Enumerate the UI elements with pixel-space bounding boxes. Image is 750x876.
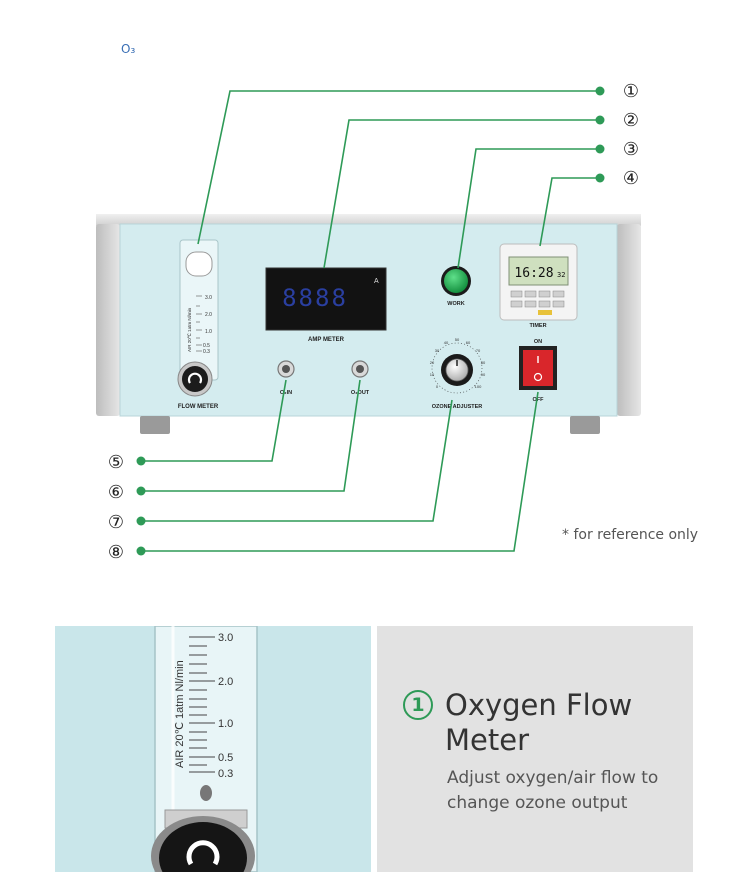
timer-time: 16:28	[514, 266, 553, 281]
ozone-dial-scale	[431, 342, 483, 394]
closeup-tick-1: 1.0	[218, 718, 233, 730]
closeup-tick-05: 0.5	[218, 752, 233, 764]
ozone-adjuster-label: OZONE ADJUSTER	[432, 404, 483, 410]
work-indicator	[444, 269, 468, 293]
callout-line-5	[141, 379, 287, 462]
right-foot	[570, 416, 600, 434]
svg-text:90: 90	[481, 372, 486, 377]
svg-text:50: 50	[455, 337, 460, 342]
ozone-knob[interactable]	[445, 358, 469, 382]
timer-switch[interactable]	[538, 310, 552, 315]
closeup-knob	[159, 822, 247, 872]
flow-tick-3: 3.0	[205, 295, 212, 301]
callout-number-7: ⑦	[108, 512, 124, 533]
flow-knob[interactable]	[182, 366, 208, 392]
feature-panel: 1 Oxygen Flow Meter Adjust oxygen/air fl…	[377, 626, 693, 872]
callout-line-6	[141, 379, 361, 492]
flow-tick-2: 2.0	[205, 312, 212, 318]
callout-line-4	[539, 177, 600, 247]
callout-line-1	[197, 90, 600, 245]
timer-buttons	[510, 290, 565, 308]
flow-tick-05: 0.5	[203, 343, 210, 349]
callout-line-7	[141, 399, 453, 522]
amp-meter-label: AMP METER	[308, 337, 345, 343]
callout-number-4: ④	[623, 168, 639, 189]
left-foot	[140, 416, 170, 434]
callout-dots	[136, 86, 605, 556]
callout-number-8: ⑧	[108, 542, 124, 563]
amp-meter-display	[265, 267, 387, 331]
callout-line-8	[141, 391, 539, 552]
callout-line-2	[323, 119, 600, 269]
switch-on-label: ON	[534, 339, 542, 345]
reference-note: * for reference only	[562, 527, 699, 543]
svg-text:40: 40	[444, 340, 449, 345]
timer-label: TIMER	[529, 323, 546, 329]
amp-meter-unit: A	[374, 278, 379, 285]
callout-number-2: ②	[623, 110, 639, 131]
o2-in-label: O₂IN	[280, 390, 292, 396]
o2-out-port-hole	[356, 365, 364, 373]
svg-text:100: 100	[475, 384, 482, 389]
svg-text:80: 80	[481, 360, 486, 365]
feature-title: Oxygen Flow Meter	[445, 688, 633, 757]
ozone-dial-marks: 0 10 20 30 40 50 60 70 80 90 100	[430, 337, 486, 389]
chassis-top	[96, 214, 641, 226]
power-switch-off-mark	[533, 372, 543, 382]
callout-number-1: ①	[623, 81, 639, 102]
flow-tick-1: 1.0	[205, 329, 212, 335]
callout-line-3	[457, 148, 600, 269]
flow-meter-closeup-art: 3.0 2.0 1.0 0.5 0.3 AIR 20℃ 1atm Nl/min	[151, 626, 258, 872]
flow-meter-label: FLOW METER	[178, 404, 219, 410]
closeup-ticks	[189, 636, 215, 773]
timer-screen	[508, 256, 569, 286]
timer-seconds: 32	[557, 271, 565, 279]
flow-knob-mark	[187, 372, 203, 384]
callout-number-3: ③	[623, 139, 639, 160]
svg-text:10: 10	[430, 372, 435, 377]
closeup-tick-3: 3.0	[218, 632, 233, 644]
svg-text:60: 60	[466, 340, 471, 345]
flow-meter-float	[185, 251, 213, 277]
flow-tick-03: 0.3	[203, 349, 210, 355]
callout-number-5: ⑤	[108, 452, 124, 473]
feature-description: Adjust oxygen/air flow to change ozone o…	[447, 768, 659, 813]
closeup-tick-2: 2.0	[218, 676, 233, 688]
right-handle	[617, 224, 641, 416]
svg-text:70: 70	[476, 348, 481, 353]
switch-off-label: OFF	[533, 397, 545, 403]
callout-lines	[141, 90, 600, 552]
svg-text:20: 20	[430, 360, 435, 365]
closeup-scale-text: AIR 20℃ 1atm Nl/min	[174, 660, 186, 768]
flow-meter-ticks	[196, 295, 202, 352]
feature-number-badge: 1	[403, 690, 433, 720]
o2-in-port-hole	[282, 365, 290, 373]
closeup-tick-03: 0.3	[218, 768, 233, 780]
amp-meter-digits: 8888	[282, 284, 348, 312]
closeup-float	[200, 785, 212, 801]
left-handle	[96, 224, 120, 416]
flow-meter-closeup: 3.0 2.0 1.0 0.5 0.3 AIR 20℃ 1atm Nl/min	[55, 626, 371, 872]
closeup-knob-mark	[186, 840, 220, 866]
svg-text:0: 0	[436, 384, 439, 389]
callout-number-6: ⑥	[108, 482, 124, 503]
o3-tag: O₃	[121, 42, 136, 56]
o2-out-label: O₂OUT	[351, 390, 370, 396]
flow-scale-text: AIR 20℃ 1atm Nl/min	[187, 307, 192, 352]
work-label: WORK	[447, 301, 464, 307]
svg-text:30: 30	[435, 348, 440, 353]
